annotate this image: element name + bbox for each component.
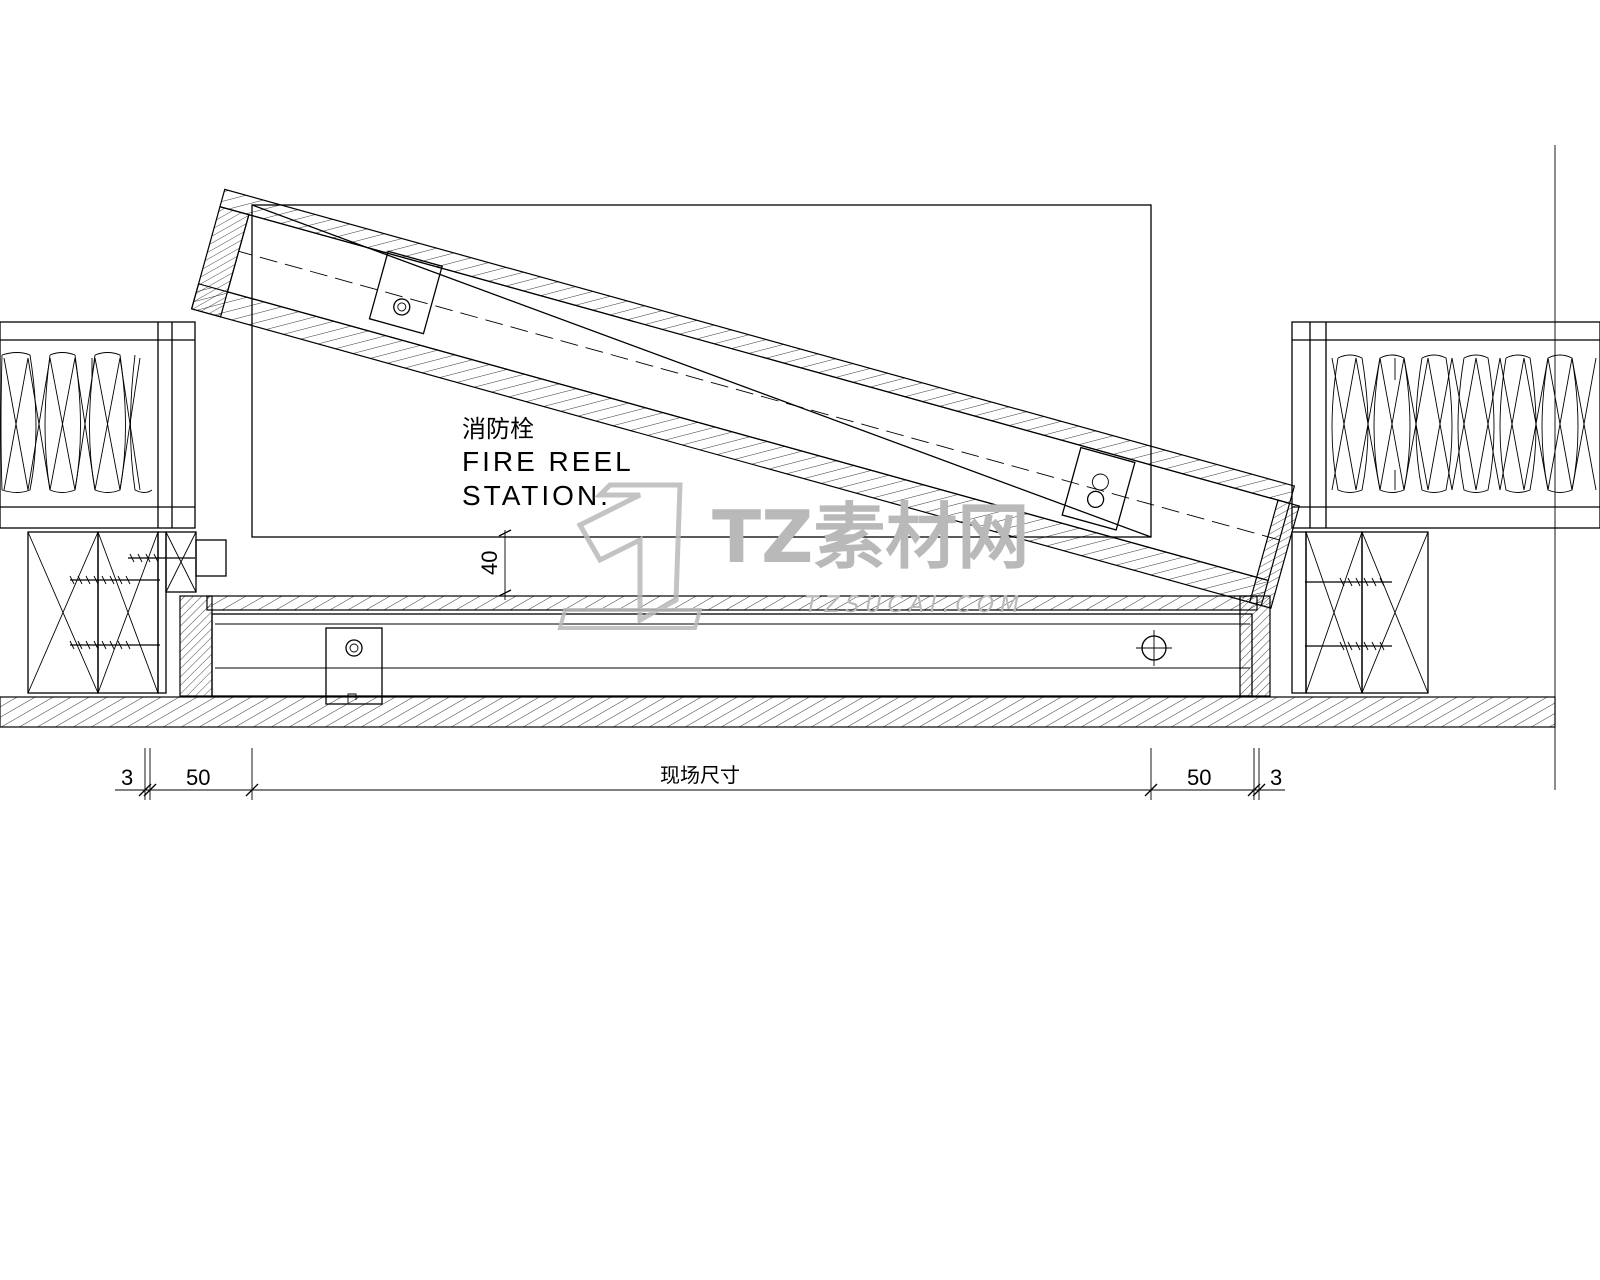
open-door-panel [190,188,1300,609]
dimension-40-text: 40 [477,551,502,575]
label-cn: 消防栓 [462,415,534,443]
hinge-pivot [1136,630,1172,666]
watermark-brand: TZ素材网 [712,495,1029,579]
dimension-line [115,748,1285,800]
dim-right-offset: 50 [1187,765,1211,790]
right-studs [1291,531,1429,694]
dim-right-joint: 3 [1270,765,1282,790]
watermark-url: TZSUCAI.COM [805,593,1025,618]
watermark-logo [557,482,703,630]
right-screws [1305,577,1392,651]
dim-left-offset: 50 [186,765,210,790]
left-insulation [0,352,159,493]
right-wall [1291,321,1600,694]
left-screws [69,553,195,650]
floor-slab [0,696,1556,728]
dim-site-size: 现场尺寸 [660,763,740,787]
fire-reel-box [251,204,1152,538]
label-en-line1: FIRE REEL [462,446,634,477]
left-wall [0,321,227,694]
right-insulation [1331,354,1597,493]
label-en-line2: STATION. [462,480,611,511]
closed-door-panel [179,595,1271,705]
dimension-40 [498,529,512,600]
dim-left-joint: 3 [121,765,133,790]
